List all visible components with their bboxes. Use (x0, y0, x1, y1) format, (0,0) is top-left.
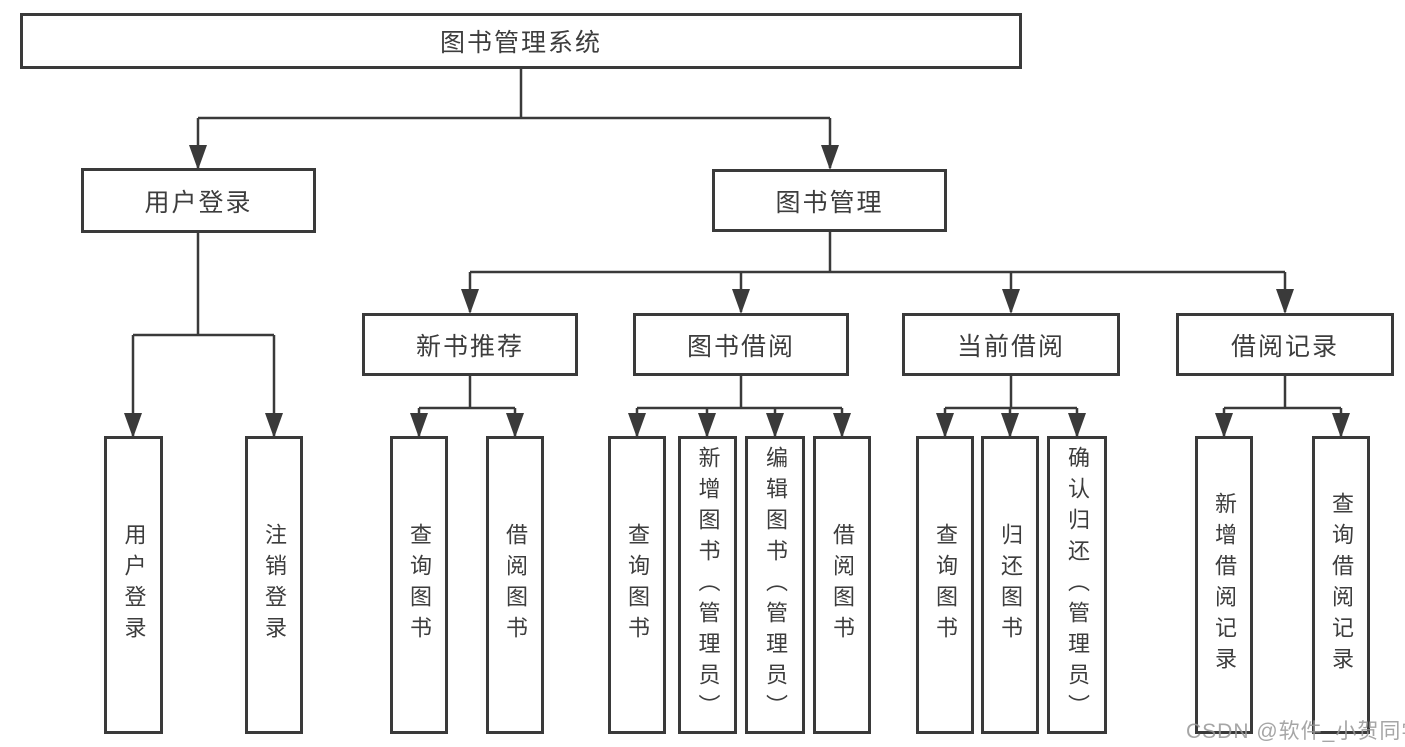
leaf-borrow-books-borrowing: 借阅图书 (813, 436, 871, 734)
leaf-query-borrow-record: 查询借阅记录 (1312, 436, 1370, 734)
leaf-borrow-books-recommendation: 借阅图书 (486, 436, 544, 734)
leaf-query-books-borrowing: 查询图书 (608, 436, 666, 734)
node-book-management: 图书管理 (712, 169, 947, 232)
leaf-query-books-current: 查询图书 (916, 436, 974, 734)
node-borrowing-records: 借阅记录 (1176, 313, 1394, 376)
node-new-book-recommendation: 新书推荐 (362, 313, 578, 376)
arrowheads (124, 145, 1350, 438)
leaf-logout: 注销登录 (245, 436, 303, 734)
leaf-edit-book-admin: 编辑图书（管理员） (745, 436, 805, 734)
node-current-borrowing: 当前借阅 (902, 313, 1120, 376)
node-user-login: 用户登录 (81, 168, 316, 233)
leaf-add-borrow-record: 新增借阅记录 (1195, 436, 1253, 734)
node-book-borrowing: 图书借阅 (633, 313, 849, 376)
leaf-confirm-return-admin: 确认归还（管理员） (1047, 436, 1107, 734)
leaf-return-book: 归还图书 (981, 436, 1039, 734)
leaf-user-login: 用户登录 (104, 436, 163, 734)
node-library-management-system: 图书管理系统 (20, 13, 1022, 69)
leaf-query-books-recommendation: 查询图书 (390, 436, 448, 734)
csdn-watermark: CSDN @软件_小贺同学 (1186, 720, 1405, 743)
leaf-add-book-admin: 新增图书（管理员） (678, 436, 737, 734)
